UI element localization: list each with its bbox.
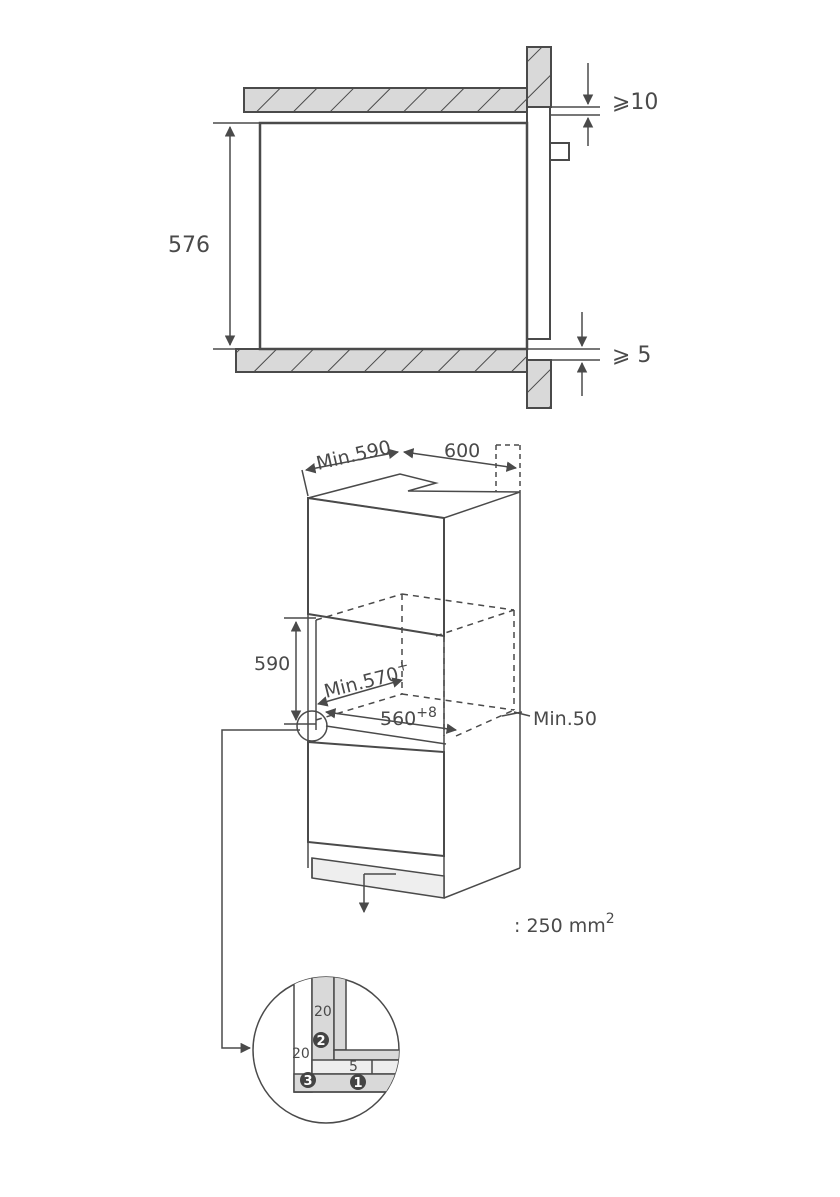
rear-gap-label: Min.50 bbox=[533, 708, 597, 730]
vent-area-label: : 250 mm2 bbox=[514, 911, 615, 937]
cabinet-top-face bbox=[308, 474, 520, 518]
marker-2-label: 2 bbox=[316, 1034, 325, 1049]
detail-vertical-dim: 20 bbox=[314, 1004, 332, 1020]
cabinet-isometric-view bbox=[222, 445, 530, 1048]
top-gap-label: ⩾10 bbox=[612, 90, 658, 115]
wall-upper-hatched bbox=[527, 47, 551, 107]
width-label: 600 bbox=[444, 440, 480, 462]
detail-callout-circle bbox=[297, 711, 327, 741]
plinth-vent bbox=[312, 858, 444, 898]
depth-label: Min.590 bbox=[314, 436, 393, 475]
detail-magnifier bbox=[253, 960, 412, 1123]
marker-3-label: 3 bbox=[303, 1074, 312, 1089]
upper-door bbox=[308, 498, 444, 636]
niche-depth-label: Min.570+ bbox=[321, 657, 412, 702]
detail-bottom-dim: 5 bbox=[349, 1059, 358, 1075]
bottom-gap-label: ⩾ 5 bbox=[612, 343, 651, 368]
oven-body bbox=[260, 123, 527, 349]
lower-door bbox=[308, 742, 444, 856]
height-label: 576 bbox=[168, 233, 210, 258]
marker-1-label: 1 bbox=[353, 1076, 362, 1091]
bottom-shelf-hatched bbox=[236, 349, 527, 372]
oven-handle bbox=[550, 143, 569, 160]
detail-side-dim: 20 bbox=[292, 1046, 310, 1062]
wall-lower-hatched bbox=[527, 360, 551, 408]
top-shelf-hatched bbox=[244, 88, 527, 112]
side-section-view bbox=[213, 47, 600, 408]
niche-height-label: 590 bbox=[254, 653, 290, 675]
oven-front-panel bbox=[527, 107, 550, 339]
